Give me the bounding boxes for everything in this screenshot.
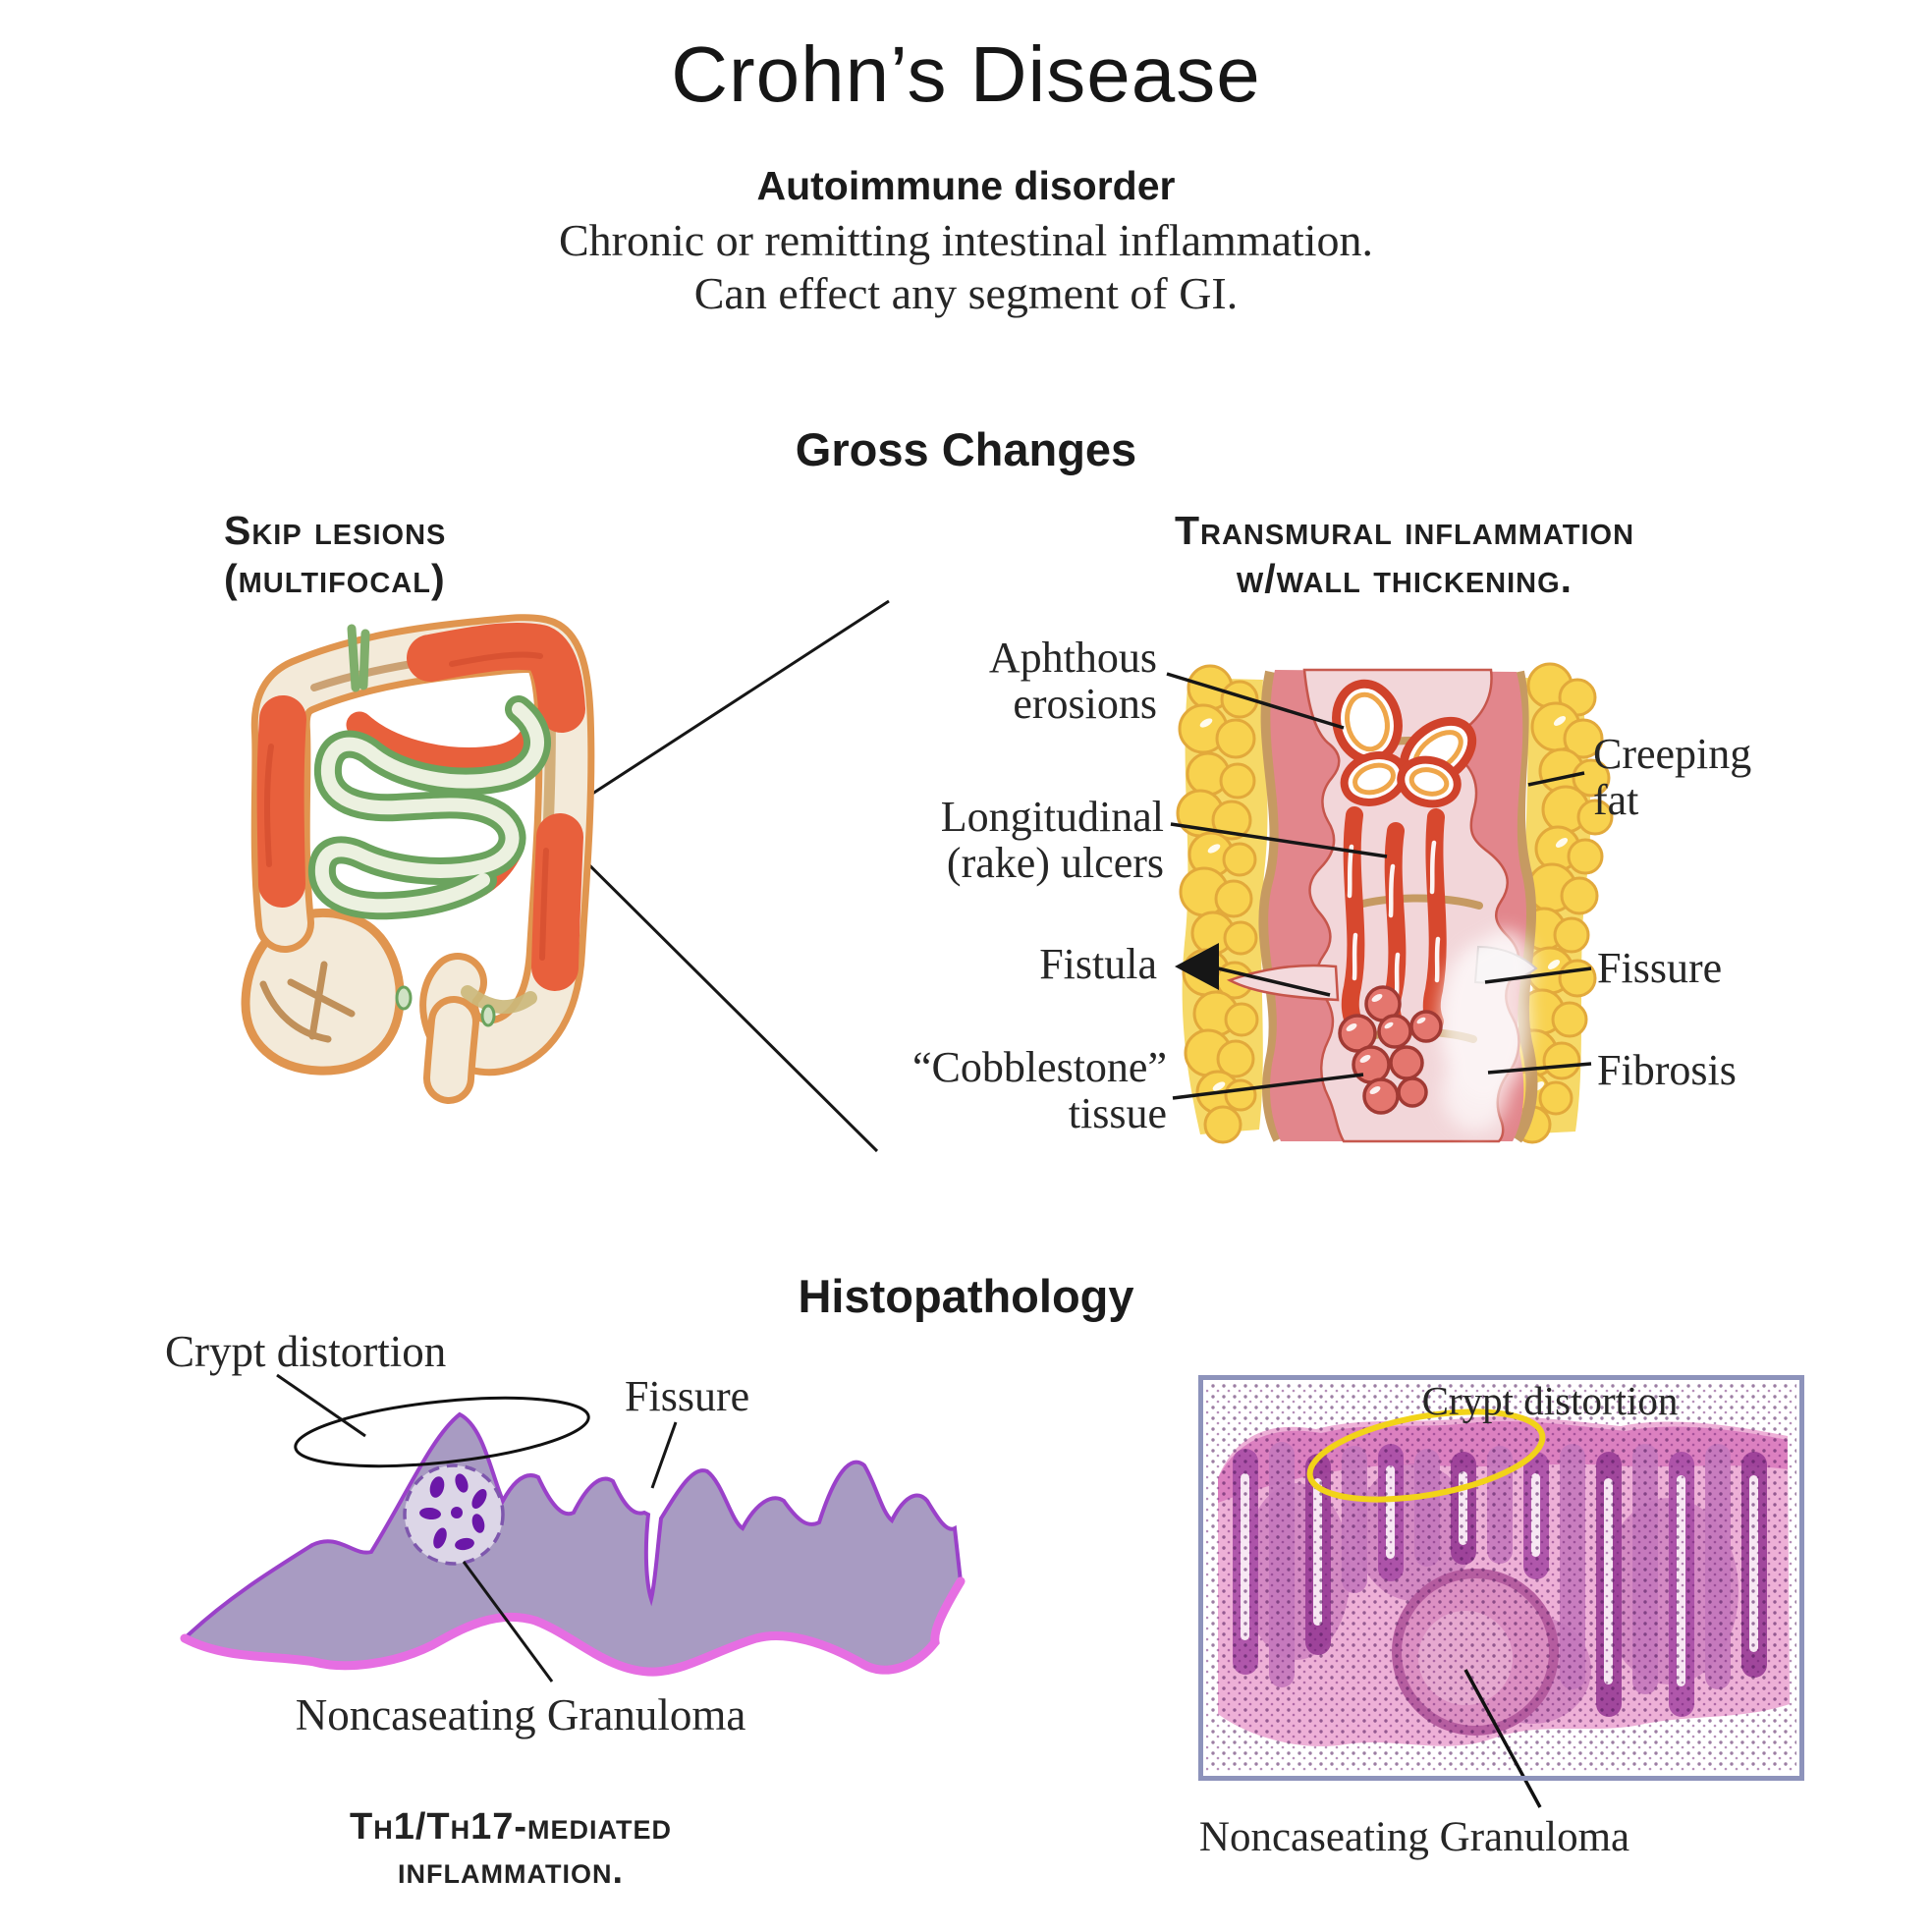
skip-lesions-label: Skip lesions (multifocal) (224, 508, 447, 601)
crypt-distortion-ellipse (294, 1396, 590, 1468)
bowel-cross-section (1176, 662, 1614, 1144)
fibrosis-label: Fibrosis (1597, 1046, 1737, 1094)
granuloma-drawing (403, 1463, 505, 1566)
aphthous-erosions (1332, 679, 1477, 808)
histology-drawing (180, 1373, 966, 1683)
fistula-label: Fistula (1039, 940, 1157, 988)
granuloma-drawing-label: Noncaseating Granuloma (295, 1690, 746, 1739)
micrograph-crypt-label: Crypt distortion (1421, 1378, 1679, 1423)
cobblestone-label: “Cobblestone” tissue (911, 1043, 1167, 1137)
creeping-fat-right (1506, 662, 1614, 1144)
micrograph-granuloma-label: Noncaseating Granuloma (1198, 1814, 1630, 1860)
creeping-fat-label: Creeping fat (1593, 730, 1752, 824)
longitudinal-ulcers-label: Longitudinal (rake) ulcers (940, 793, 1164, 887)
fibrosis-haze (1440, 930, 1534, 1132)
fissure-drawing-label: Fissure (625, 1372, 750, 1420)
gross-leader-lines (1166, 672, 1592, 1100)
page-title: Crohn’s Disease (671, 30, 1261, 118)
micrograph-crypt-ellipse (1306, 1408, 1546, 1503)
intro-chronic: Chronic or remitting intestinal inflamma… (558, 215, 1374, 265)
micrograph-frame (1198, 1375, 1804, 1781)
aphthous-erosions-label: Aphthous erosions (988, 634, 1157, 728)
histopathology-heading: Histopathology (798, 1270, 1134, 1322)
crypt-distortion-label: Crypt distortion (165, 1327, 447, 1376)
intro-gi: Can effect any segment of GI. (693, 268, 1239, 318)
th-mediated-label: Th1/Th17-mediated inflammation. (349, 1806, 673, 1892)
intro-autoimmune: Autoimmune disorder (756, 163, 1176, 208)
creeping-fat-left (1176, 664, 1259, 1144)
gross-changes-heading: Gross Changes (795, 423, 1137, 475)
transmural-label: Transmural inflammation w/wall thickenin… (1174, 508, 1635, 601)
fissure-label: Fissure (1597, 944, 1723, 992)
micrograph-granuloma-line (1463, 1669, 1542, 1808)
cobblestone-tissue (1338, 985, 1443, 1115)
magnification-lines (544, 599, 890, 1153)
intestine-illustration (241, 614, 595, 1104)
fistula-arrow-icon (1175, 943, 1219, 990)
